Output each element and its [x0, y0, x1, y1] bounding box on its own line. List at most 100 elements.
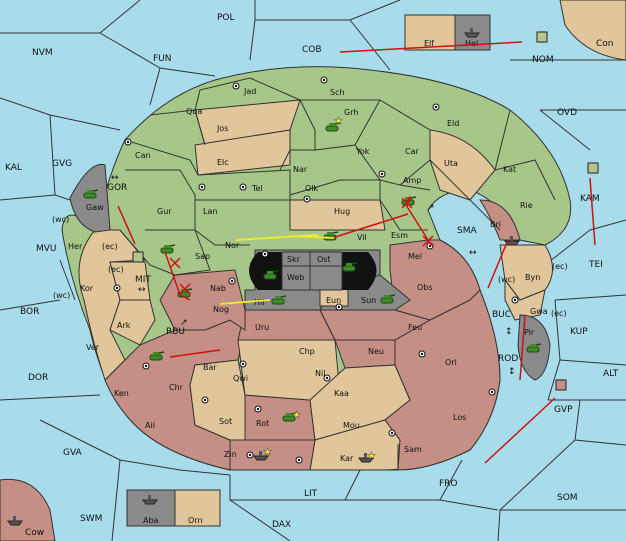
sea-swm: SWM	[80, 514, 102, 524]
retreat-marker[interactable]	[536, 31, 548, 43]
label-jos: Jos	[216, 124, 228, 133]
army-icon[interactable]	[83, 189, 99, 199]
army-icon[interactable]	[263, 270, 279, 280]
sea-con: Con	[596, 39, 614, 49]
label-kar: Kar	[340, 454, 354, 463]
sea-gor: GOR	[107, 183, 127, 193]
arrow-sma: ↔	[469, 248, 477, 258]
label-rie: Rie	[520, 201, 533, 210]
province-bri[interactable]	[479, 199, 521, 241]
retreat-marker[interactable]	[555, 379, 567, 391]
supply-center	[323, 374, 331, 382]
army-icon[interactable]	[342, 262, 358, 272]
support-order	[219, 299, 271, 305]
arrow-mit: ↔	[138, 285, 146, 295]
province-cow[interactable]	[0, 478, 56, 541]
sea-cow: Cow	[25, 528, 44, 538]
supply-center	[228, 277, 236, 285]
label-mou: Mou	[343, 421, 360, 430]
province-zin[interactable]	[229, 439, 316, 471]
fleet-icon[interactable]	[464, 28, 480, 38]
label-vil: Vil	[357, 233, 367, 242]
label-bri: Bri	[490, 220, 501, 229]
province-neu[interactable]	[334, 339, 396, 369]
arrow-buc: ↕	[505, 327, 513, 337]
sea-rod: ROD	[498, 354, 518, 364]
province-aba[interactable]	[126, 489, 176, 527]
regions	[69, 99, 553, 471]
fleet-icon[interactable]	[358, 453, 374, 463]
supply-center	[239, 183, 247, 191]
supply-center	[418, 350, 426, 358]
label-gaw: Gaw	[86, 203, 104, 212]
sea-bor: BOR	[20, 307, 39, 317]
label-ken: Ken	[114, 389, 129, 398]
army-icon[interactable]	[325, 122, 341, 132]
province-gwa[interactable]	[504, 278, 546, 321]
supply-center	[142, 362, 150, 370]
supply-center	[511, 296, 519, 304]
sea-fun: FUN	[153, 54, 172, 64]
province-uta[interactable]	[429, 129, 496, 201]
province-orl-los-sam[interactable]	[384, 289, 501, 471]
coast-her-ec: (ec)	[102, 242, 118, 251]
province-ark[interactable]	[109, 299, 156, 346]
sea-mvu: MVU	[36, 244, 57, 254]
supply-center	[432, 103, 440, 111]
sea-pol: POL	[217, 13, 235, 23]
sea-tei: TEI	[588, 260, 603, 270]
retreat-marker[interactable]	[587, 162, 599, 174]
supply-center	[232, 82, 240, 90]
province-rot[interactable]	[244, 394, 316, 441]
army-icon[interactable]	[282, 412, 298, 422]
fleet-icon[interactable]	[253, 451, 269, 461]
supply-center	[378, 170, 386, 178]
province-elf[interactable]	[404, 14, 456, 51]
label-nor: Nor	[225, 241, 240, 250]
star-icon: ★	[263, 447, 272, 458]
label-sun: Sun	[361, 296, 376, 305]
army-icon[interactable]	[160, 244, 176, 254]
arrow-rod: ↕	[508, 367, 516, 377]
label-nil: Nil	[315, 369, 325, 378]
army-icon[interactable]	[271, 295, 287, 305]
fleet-icon[interactable]	[142, 495, 158, 505]
province-uru[interactable]	[237, 309, 336, 341]
province-mel-obs[interactable]	[389, 239, 481, 321]
label-zin: Zin	[224, 450, 237, 459]
label-qwi: Qwi	[233, 374, 248, 383]
label-ver: Ver	[86, 343, 100, 352]
army-icon[interactable]	[526, 343, 542, 353]
crossing-arrows: ↔ ↔ ↔ ↗ ↗ ↕ ↕	[111, 173, 516, 377]
label-lan: Lan	[203, 207, 217, 216]
fleet-icon[interactable]	[7, 516, 23, 526]
supply-center	[113, 284, 121, 292]
sea-labels: POL NVM FUN COB NOM Con OVD KAL GVG GOR …	[5, 13, 619, 538]
retreat-marker[interactable]	[132, 251, 144, 263]
label-neu: Neu	[368, 347, 384, 356]
south-island: Aba Orn	[126, 489, 221, 527]
move-order	[487, 239, 509, 289]
label-hil: Hil	[254, 298, 264, 307]
label-orl: Orl	[445, 358, 457, 367]
label-web: Web	[287, 273, 304, 282]
label-bar: Bar	[203, 363, 217, 372]
province-orn[interactable]	[174, 489, 221, 527]
sea-lit: LIT	[304, 489, 318, 499]
army-icon[interactable]	[380, 294, 396, 304]
army-icon[interactable]	[149, 351, 165, 361]
coast-labels: (wc) (ec) (ec) (wc) (ec) (wc) (ec)	[52, 215, 568, 318]
fail-mark	[422, 235, 434, 247]
label-elc: Elc	[217, 158, 229, 167]
label-jad: Jad	[243, 87, 256, 96]
province-elc[interactable]	[194, 129, 291, 176]
sea-nvm: NVM	[32, 48, 53, 58]
label-her: Her	[68, 242, 83, 251]
label-kat: Kat	[503, 165, 516, 174]
label-pir: Pir	[524, 328, 535, 337]
label-yok: Yok	[355, 147, 370, 156]
province-skr-ost-inner[interactable]	[281, 251, 343, 291]
sea-dor: DOR	[28, 373, 48, 383]
